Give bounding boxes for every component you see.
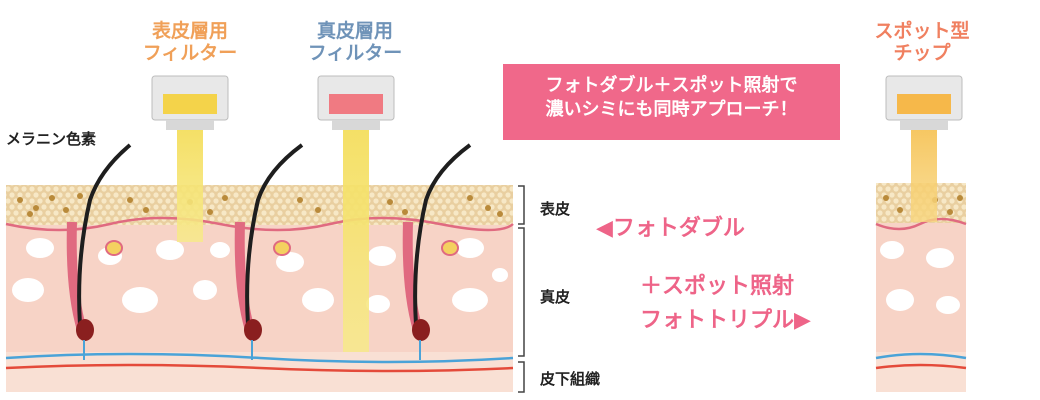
layer-label-dermis: 真皮 [540,288,571,306]
basement-membrane [5,216,514,232]
dermis-light-beam [343,130,369,352]
dermis-filter-label-line2: フィルター [307,42,403,64]
spot-tip-label-line2: チップ [893,42,951,64]
dermis-cells [12,238,508,313]
melanin-label: メラニン色素 [6,130,97,148]
hair-follicle-3 [402,143,472,360]
hair-follicle-1 [66,143,132,360]
callout-box: フォトダブル＋スポット照射で 濃いシミにも同時アプローチ！ [503,64,840,140]
subcutis-bracket [518,361,525,393]
spot-tip-window [897,94,951,114]
epidermis-filter-window [163,94,217,114]
layer-brackets [518,185,525,393]
epidermis-light-beam [177,130,203,242]
skin-block-spot [875,183,967,392]
callout-line1: フォトダブル＋スポット照射で [545,75,798,96]
plus-spot-label: ＋スポット照射 [640,274,795,299]
hair-follicle-2 [234,143,304,360]
epidermis-filter-label: 表皮層用 フィルター [130,20,250,64]
dermis-bracket [518,227,525,357]
photo-double-label: ◀フォトダブル [596,216,745,241]
blood-vessel-red [5,363,514,373]
spot-tip-label-line1: スポット型 [874,20,970,42]
layer-label-epidermis: 表皮 [540,200,571,218]
epidermis-filter-handpiece [151,75,229,242]
epidermis-filter-label-line1: 表皮層用 [151,20,228,42]
dermis-filter-handpiece [317,75,395,352]
spot-light-beam [911,130,937,222]
dermis-filter-window [329,94,383,114]
callout-line2: 濃いシミにも同時アプローチ！ [545,99,798,120]
skin-block-main [5,185,514,392]
epidermis-bracket [518,185,525,225]
spot-tip-label: スポット型 チップ [862,20,982,64]
spot-tip-handpiece [885,75,963,222]
dermis-filter-label: 真皮層用 フィルター [295,20,415,64]
dermis-filter-label-line1: 真皮層用 [316,20,393,42]
epidermis-filter-label-line2: フィルター [142,42,238,64]
layer-label-subcutis: 皮下組織 [540,370,601,388]
photo-triple-label: フォトトリプル▶ [640,308,811,333]
